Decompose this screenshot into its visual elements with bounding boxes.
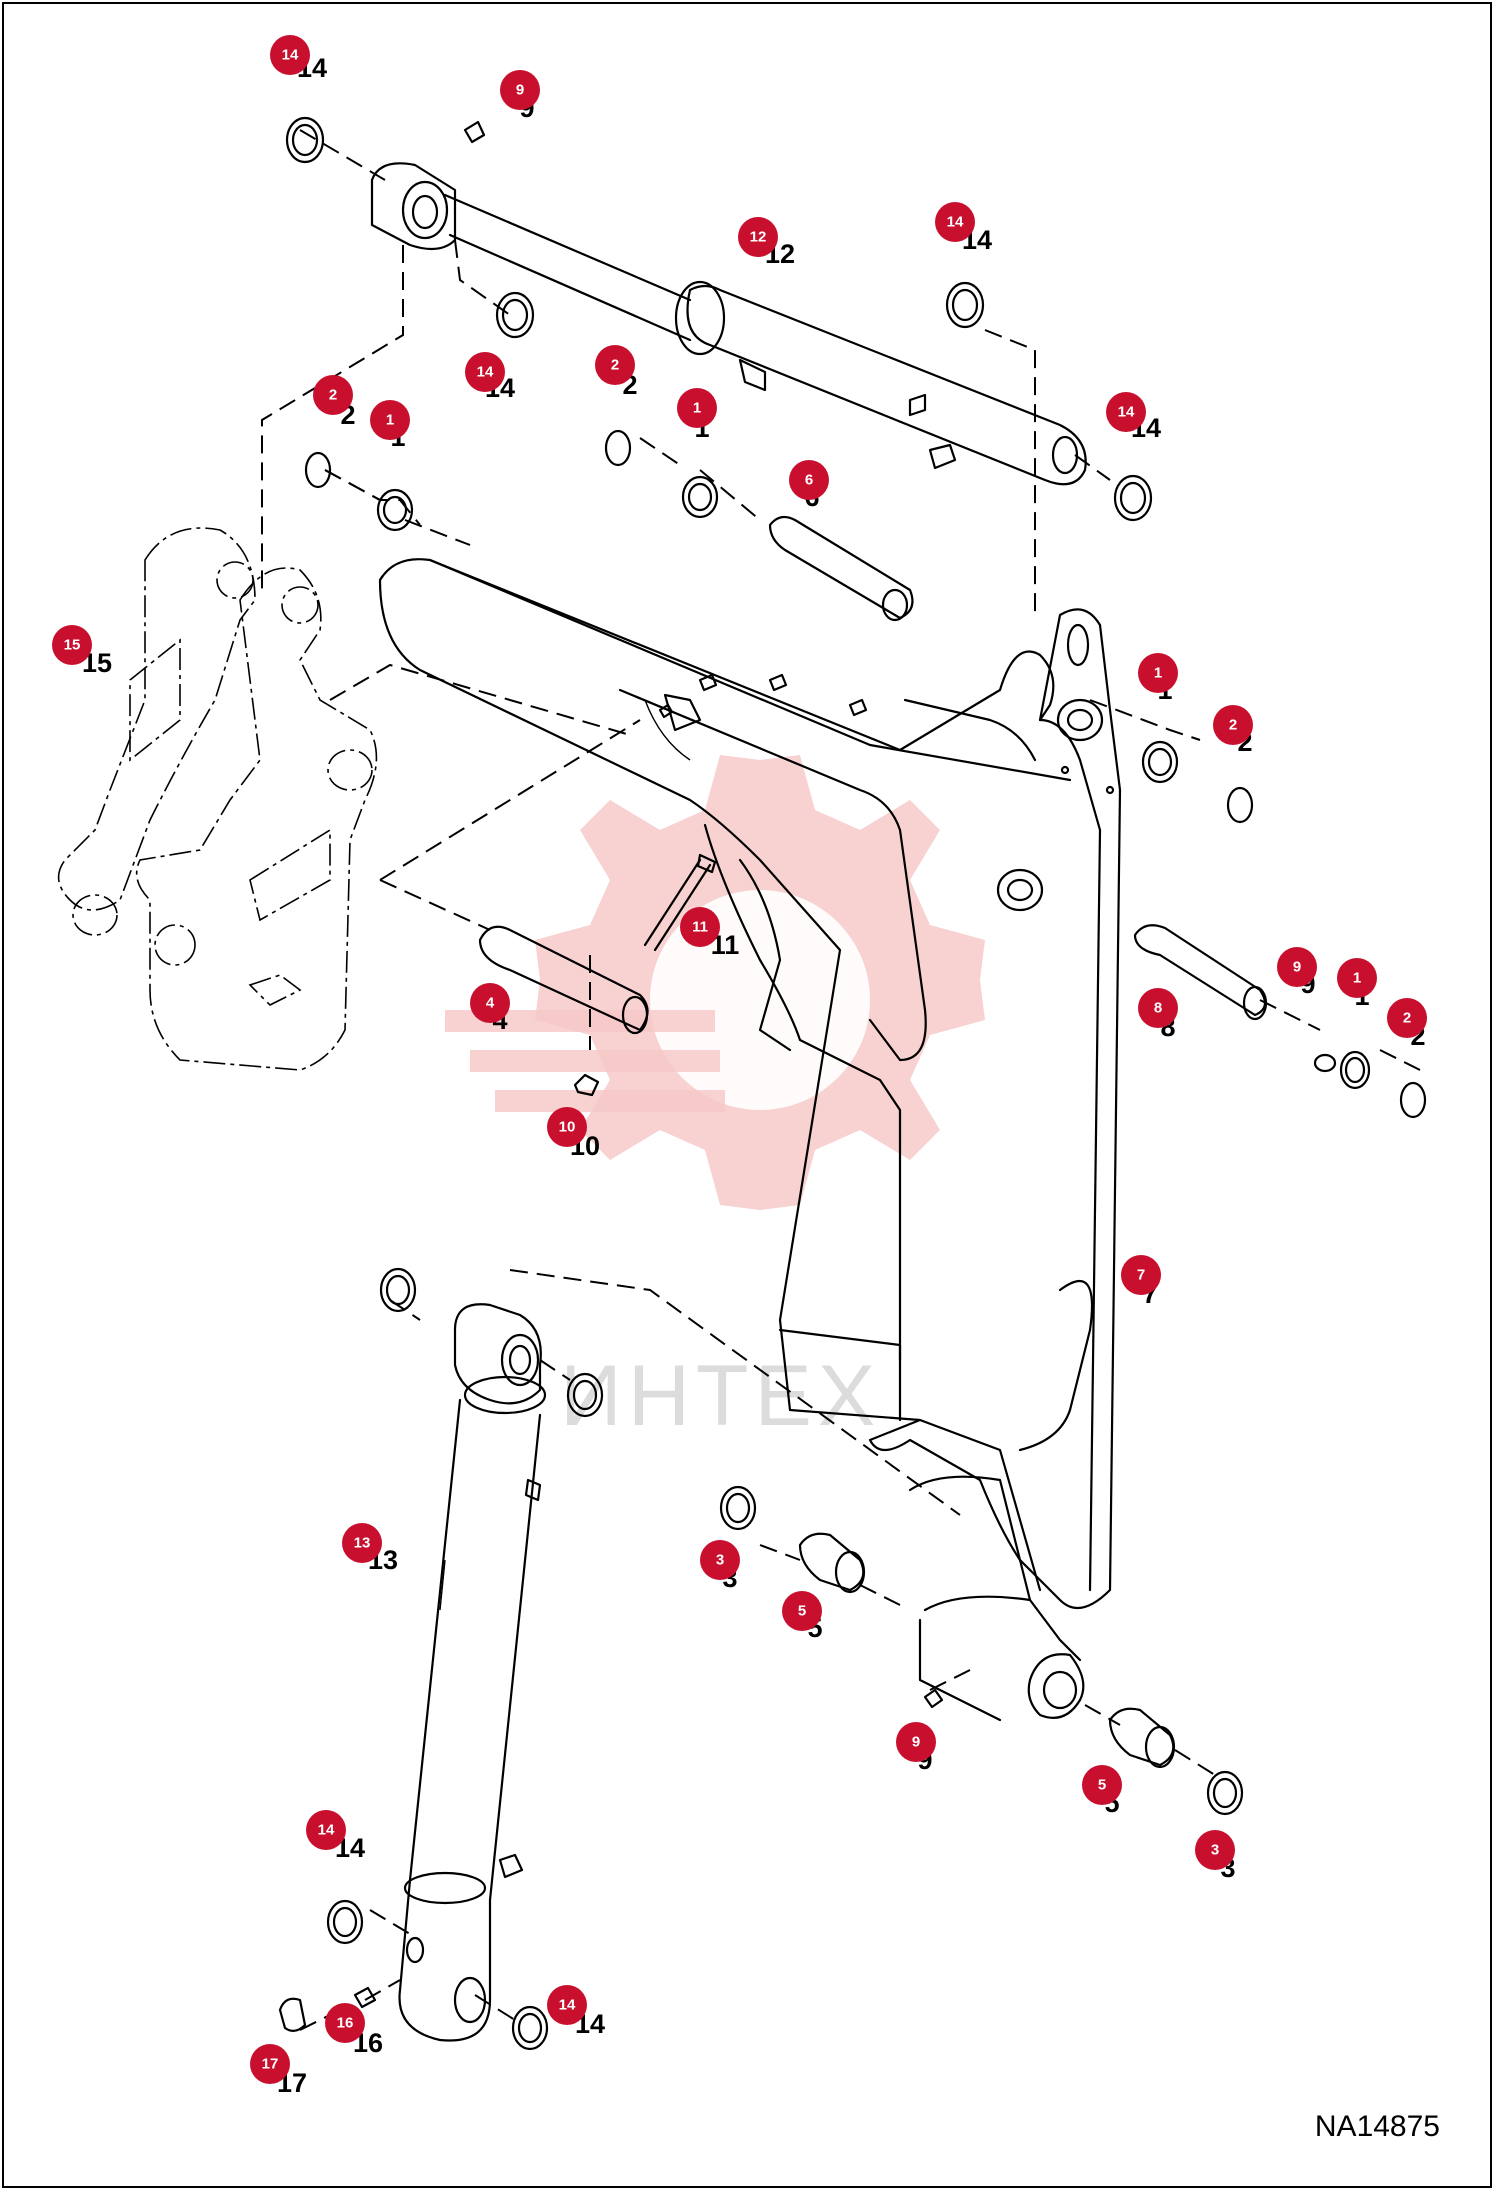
callout-badge-number: 15	[64, 637, 81, 654]
callout-badge-number: 8	[1154, 1000, 1162, 1017]
callout-badge-number: 14	[477, 364, 494, 381]
callout-badge-number: 2	[329, 387, 337, 404]
callout-badge	[1213, 705, 1253, 745]
pin-4-group	[478, 853, 717, 1097]
callout-badge-number: 14	[318, 1822, 335, 1839]
assembly-lines	[261, 129, 1421, 2031]
callout-badge	[595, 345, 635, 385]
callout-badge-number: 2	[1403, 1010, 1411, 1027]
callout-badge-number: 3	[1211, 1842, 1219, 1859]
callout-badge-number: 14	[1118, 404, 1135, 421]
callout-badge	[1138, 653, 1178, 693]
callout-badge-number: 14	[559, 1997, 576, 2014]
callout-badge-number: 5	[798, 1603, 806, 1620]
callout-badge	[935, 202, 975, 242]
callout-badge-number: 16	[337, 2015, 354, 2032]
callout-badge-number: 1	[1353, 970, 1361, 987]
callout-badge	[250, 2044, 290, 2084]
callout-badge	[325, 2003, 365, 2043]
upper-pins-seals	[285, 116, 1254, 824]
callout-badge	[700, 1540, 740, 1580]
upper-cylinder	[370, 120, 1087, 486]
callout-badge-number: 9	[1293, 959, 1301, 976]
callout-badge-number: 1	[693, 400, 701, 417]
callout-badge	[1138, 988, 1178, 1028]
lower-cylinder	[398, 1303, 547, 2042]
callout-badge	[306, 1810, 346, 1850]
callout-badge	[789, 460, 829, 500]
callout-badge-number: 4	[486, 995, 495, 1012]
drawing-reference: NA14875	[1314, 2110, 1440, 2143]
callout-badge-number: 10	[559, 1119, 576, 1136]
callout-badge-number: 9	[516, 82, 524, 99]
callout-badge-number: 13	[354, 1535, 371, 1552]
callout-badge	[1277, 947, 1317, 987]
swing-bracket-ghost	[57, 527, 378, 1071]
callout-badge	[1121, 1255, 1161, 1295]
callout-badge	[1106, 392, 1146, 432]
callout-badge	[1387, 998, 1427, 1038]
callout-badge	[1195, 1830, 1235, 1870]
callout-badge	[1337, 958, 1377, 998]
watermark-logo	[445, 755, 985, 1210]
callout-badge	[270, 35, 310, 75]
callout-badge-number: 1	[1154, 665, 1162, 682]
callout-badge	[547, 1107, 587, 1147]
callout-badge	[370, 400, 410, 440]
callout-badge	[738, 217, 778, 257]
callout-badge	[342, 1523, 382, 1563]
pin-8-group	[1133, 924, 1427, 1119]
callout-badge	[680, 907, 720, 947]
callout-badge-number: 1	[386, 412, 394, 429]
callout-badge-number: 17	[262, 2056, 279, 2073]
callouts: 1414991212141414141414221122116615151122…	[52, 35, 1427, 2098]
callout-badge-number: 14	[282, 47, 299, 64]
callout-badge	[465, 352, 505, 392]
callout-badge-number: 2	[611, 357, 619, 374]
callout-badge	[500, 70, 540, 110]
lower-seals	[278, 1267, 1244, 2051]
callout-badge	[470, 983, 510, 1023]
callout-badge-number: 3	[716, 1552, 724, 1569]
boom-arm	[378, 558, 1122, 1722]
callout-badge-number: 7	[1137, 1267, 1145, 1284]
callout-badge	[896, 1722, 936, 1762]
callout-badge-number: 2	[1229, 717, 1237, 734]
callout-badge	[547, 1985, 587, 2025]
callout-badge-number: 6	[805, 472, 813, 489]
callout-badge	[1082, 1765, 1122, 1805]
callout-badge	[52, 625, 92, 665]
callout-badge-number: 14	[947, 214, 964, 231]
watermark-text: ИНТЕХ	[560, 1348, 881, 1444]
callout-badge-number: 9	[912, 1734, 920, 1751]
callout-badge-number: 5	[1098, 1777, 1106, 1794]
callout-badge-number: 12	[750, 229, 767, 246]
callout-badge	[677, 388, 717, 428]
callout-badge	[313, 375, 353, 415]
callout-badge-number: 11	[692, 919, 708, 936]
callout-badge	[782, 1591, 822, 1631]
